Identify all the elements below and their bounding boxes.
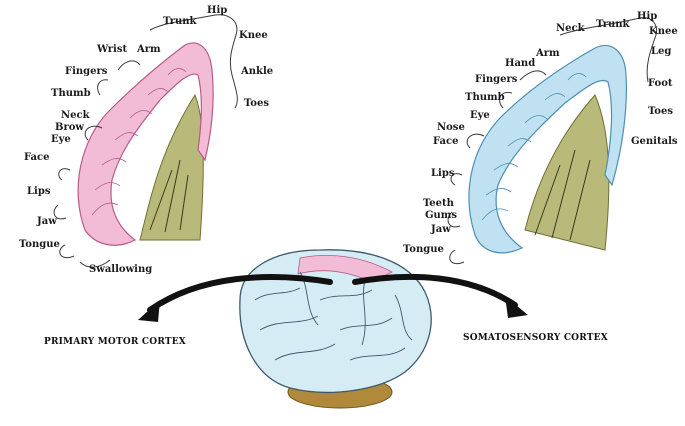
sensory-label-hand: Hand	[505, 59, 535, 69]
sensory-label-face: Face	[433, 137, 458, 147]
motor-label-hip: Hip	[207, 6, 227, 16]
sensory-label-teeth: Teeth	[423, 199, 454, 209]
motor-white-matter	[140, 95, 203, 240]
motor-label-lips: Lips	[27, 187, 50, 197]
sensory-label-leg: Leg	[651, 47, 671, 57]
sensory-label-knee: Knee	[649, 27, 678, 37]
motor-label-knee: Knee	[239, 31, 268, 41]
motor-label-neck: Neck	[61, 111, 90, 121]
sensory-label-trunk: Trunk	[596, 20, 629, 30]
motor-label-ankle: Ankle	[241, 67, 273, 77]
motor-label-thumb: Thumb	[51, 89, 91, 99]
motor-label-wrist: Wrist	[97, 45, 127, 55]
sensory-label-fingers: Fingers	[475, 75, 517, 85]
sensory-label-thumb: Thumb	[465, 93, 505, 103]
sensory-label-toes: Toes	[648, 107, 673, 117]
motor-label-face: Face	[24, 153, 49, 163]
motor-label-jaw: Jaw	[37, 217, 57, 227]
sensory-label-arm: Arm	[536, 49, 560, 59]
motor-label-trunk: Trunk	[163, 17, 196, 27]
caption-somatosensory-cortex: SOMATOSENSORY CORTEX	[463, 333, 608, 343]
sensory-label-neck: Neck	[556, 24, 585, 34]
motor-label-swallowing: Swallowing	[89, 265, 152, 275]
sensory-label-gums: Gums	[425, 211, 457, 221]
sensory-label-tongue: Tongue	[403, 245, 444, 255]
motor-label-brow: Brow	[55, 123, 84, 133]
sensory-label-nose: Nose	[437, 123, 465, 133]
caption-primary-motor-cortex: PRIMARY MOTOR CORTEX	[44, 337, 186, 347]
sensory-label-genitals: Genitals	[631, 137, 678, 147]
motor-label-arm: Arm	[137, 45, 161, 55]
sensory-label-hip: Hip	[637, 12, 657, 22]
motor-label-tongue: Tongue	[19, 240, 60, 250]
sensory-label-lips: Lips	[431, 169, 454, 179]
sensory-label-foot: Foot	[648, 79, 673, 89]
whole-brain	[240, 250, 431, 408]
motor-label-toes: Toes	[244, 99, 269, 109]
motor-label-eye: Eye	[51, 135, 71, 145]
motor-label-fingers: Fingers	[65, 67, 107, 77]
sensory-label-jaw: Jaw	[431, 225, 451, 235]
sensory-label-eye: Eye	[470, 111, 490, 121]
